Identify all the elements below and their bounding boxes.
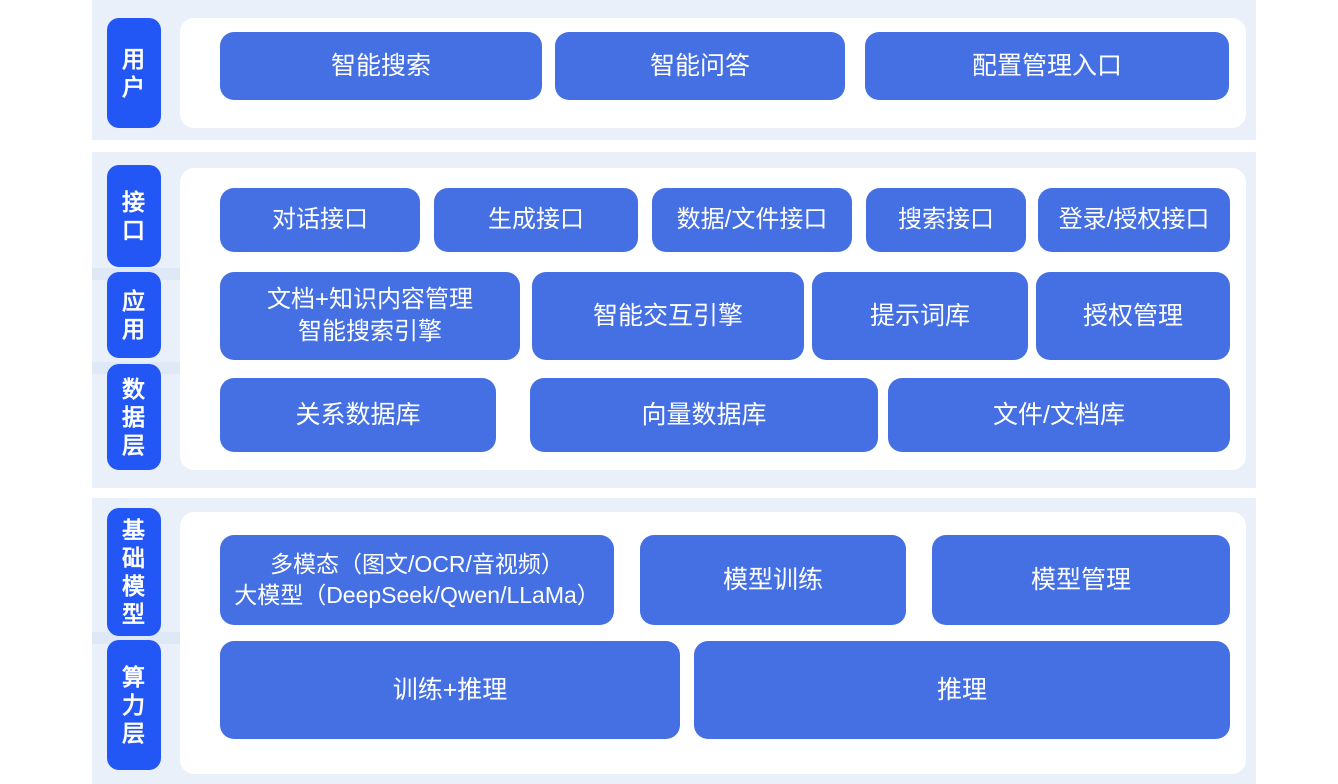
box-model-multimodal-llm[interactable]: 多模态（图文/OCR/音视频） 大模型（DeepSeek/Qwen/LLaMa） bbox=[220, 535, 614, 625]
box-interface-data-file[interactable]: 数据/文件接口 bbox=[652, 188, 852, 252]
box-interface-login-auth[interactable]: 登录/授权接口 bbox=[1038, 188, 1230, 252]
box-user-smart-search[interactable]: 智能搜索 bbox=[220, 32, 542, 100]
layer-tag-base-model[interactable]: 基础模型 bbox=[107, 508, 161, 636]
box-interface-dialog[interactable]: 对话接口 bbox=[220, 188, 420, 252]
box-application-doc-knowledge[interactable]: 文档+知识内容管理 智能搜索引擎 bbox=[220, 272, 520, 360]
layer-tag-interface[interactable]: 接口 bbox=[107, 165, 161, 267]
box-application-interactive-engine[interactable]: 智能交互引擎 bbox=[532, 272, 804, 360]
layer-tag-application[interactable]: 应用 bbox=[107, 272, 161, 358]
box-user-smart-qa[interactable]: 智能问答 bbox=[555, 32, 845, 100]
box-compute-train-infer[interactable]: 训练+推理 bbox=[220, 641, 680, 739]
layer-tag-compute[interactable]: 算力层 bbox=[107, 640, 161, 770]
box-data-file-doc-store[interactable]: 文件/文档库 bbox=[888, 378, 1230, 452]
box-application-prompt-library[interactable]: 提示词库 bbox=[812, 272, 1028, 360]
layer-tag-data-label: 数据层 bbox=[122, 376, 146, 458]
layer-tag-user-label: 用户 bbox=[122, 46, 146, 100]
layer-tag-interface-label: 接口 bbox=[122, 189, 146, 243]
layer-tag-application-label: 应用 bbox=[122, 288, 146, 342]
box-data-vector-db[interactable]: 向量数据库 bbox=[530, 378, 878, 452]
box-application-doc-knowledge-line1: 文档+知识内容管理 bbox=[266, 286, 473, 313]
box-model-training[interactable]: 模型训练 bbox=[640, 535, 906, 625]
box-model-multimodal-line1: 多模态（图文/OCR/音视频） bbox=[270, 551, 564, 577]
box-compute-infer[interactable]: 推理 bbox=[694, 641, 1230, 739]
layer-tag-user[interactable]: 用户 bbox=[107, 18, 161, 128]
box-application-doc-knowledge-line2: 智能搜索引擎 bbox=[298, 318, 442, 345]
box-interface-generate[interactable]: 生成接口 bbox=[434, 188, 638, 252]
box-data-relational-db[interactable]: 关系数据库 bbox=[220, 378, 496, 452]
box-model-management[interactable]: 模型管理 bbox=[932, 535, 1230, 625]
box-user-config-entry[interactable]: 配置管理入口 bbox=[865, 32, 1229, 100]
box-model-multimodal-line2: 大模型（DeepSeek/Qwen/LLaMa） bbox=[234, 582, 600, 608]
box-application-authorization[interactable]: 授权管理 bbox=[1036, 272, 1230, 360]
layer-tag-compute-label: 算力层 bbox=[122, 664, 146, 746]
layer-tag-base-model-label: 基础模型 bbox=[122, 517, 146, 627]
layer-tag-data[interactable]: 数据层 bbox=[107, 364, 161, 470]
box-interface-search[interactable]: 搜索接口 bbox=[866, 188, 1026, 252]
